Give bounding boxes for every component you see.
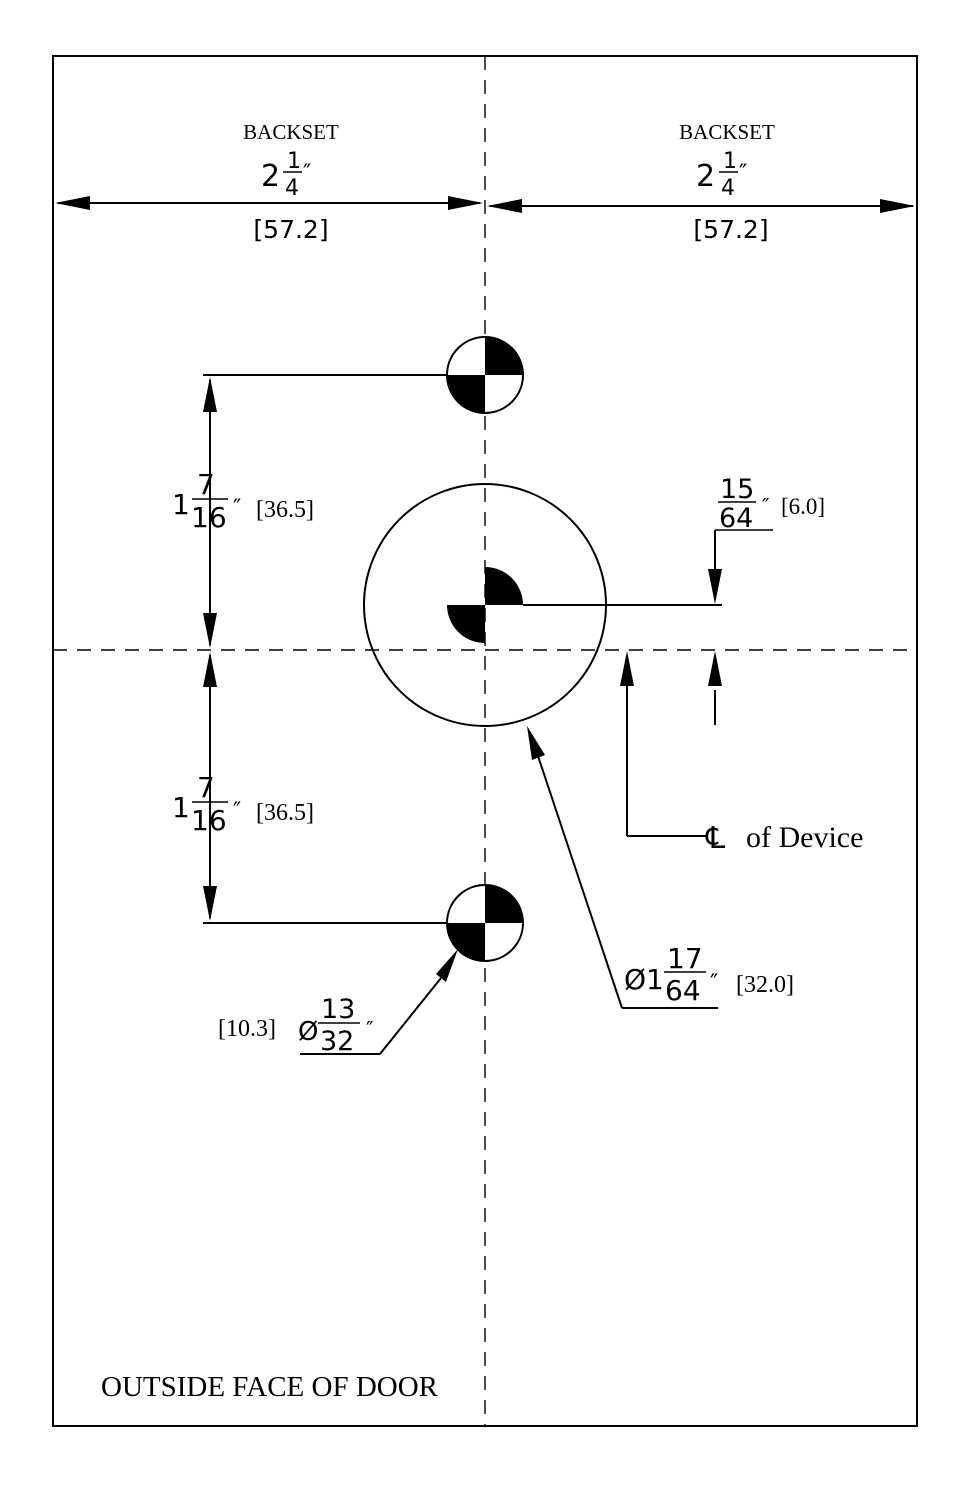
big-hole-num: 17 xyxy=(667,942,703,975)
small-hole-diam: Ø xyxy=(298,1017,318,1047)
lower-spacing-dimension: 1 7 16 ″ [36.5] xyxy=(172,652,447,924)
backset-left-den: 4 xyxy=(285,176,299,201)
backset-left-whole: 2 xyxy=(261,159,280,194)
offset-den: 64 xyxy=(719,503,753,534)
offset-num: 15 xyxy=(720,474,754,505)
backset-left-mm: [57.2] xyxy=(253,215,328,244)
lower-spacing-num: 7 xyxy=(197,771,215,804)
offset-unit: ″ xyxy=(762,494,769,518)
small-hole-mm: [10.3] xyxy=(218,1016,276,1042)
big-hole-den: 64 xyxy=(665,974,701,1007)
backset-left-unit: ″ xyxy=(303,161,311,186)
big-hole-unit: ″ xyxy=(710,971,718,996)
big-hole-diam: Ø1 xyxy=(624,963,664,996)
backset-right-unit: ″ xyxy=(739,161,747,186)
small-hole-unit: ″ xyxy=(366,1017,373,1041)
lower-spacing-mm: [36.5] xyxy=(256,800,314,826)
outside-face-label: OUTSIDE FACE OF DOOR xyxy=(101,1371,439,1403)
upper-spacing-dimension: 1 7 16 ″ [36.5] xyxy=(172,374,447,648)
lower-mounting-hole xyxy=(446,884,524,962)
big-hole-diameter-callout: Ø1 17 64 ″ [32.0] xyxy=(527,726,794,1009)
backset-left-label: BACKSET xyxy=(243,120,339,144)
backset-right-den: 4 xyxy=(721,176,735,201)
upper-mounting-hole xyxy=(446,336,524,414)
big-hole-mm: [32.0] xyxy=(736,972,794,998)
upper-spacing-num: 7 xyxy=(197,468,215,501)
backset-right-whole: 2 xyxy=(696,159,715,194)
upper-spacing-mm: [36.5] xyxy=(256,497,314,523)
centerline-symbol: ℄ xyxy=(705,821,725,856)
offset-mm: [6.0] xyxy=(781,494,825,519)
centerline-callout: ℄ of Device xyxy=(620,651,863,856)
centerline-text: of Device xyxy=(746,821,863,854)
upper-spacing-whole: 1 xyxy=(172,488,190,521)
backset-dimension-left: BACKSET 2 1 4 ″ [57.2] xyxy=(55,120,483,244)
offset-dimension: 15 64 ″ [6.0] xyxy=(523,474,825,725)
backset-right-label: BACKSET xyxy=(679,120,775,144)
upper-spacing-unit: ″ xyxy=(233,496,241,521)
small-hole-den: 32 xyxy=(320,1026,354,1057)
small-hole-diameter-callout: [10.3] Ø 13 32 ″ xyxy=(218,949,458,1057)
backset-right-num: 1 xyxy=(723,149,737,174)
small-hole-num: 13 xyxy=(321,994,355,1025)
upper-spacing-den: 16 xyxy=(191,501,227,534)
lower-spacing-whole: 1 xyxy=(172,791,190,824)
backset-right-mm: [57.2] xyxy=(693,215,768,244)
backset-left-num: 1 xyxy=(287,149,301,174)
lower-spacing-unit: ″ xyxy=(233,799,241,824)
backset-dimension-right: BACKSET 2 1 4 ″ [57.2] xyxy=(487,120,915,244)
lower-spacing-den: 16 xyxy=(191,804,227,837)
